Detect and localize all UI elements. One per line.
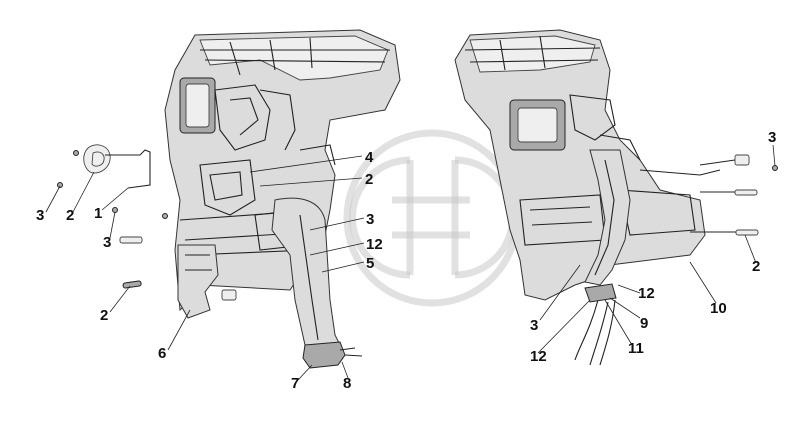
- callout-1: 1: [94, 205, 102, 222]
- right-main-panel: [454, 29, 706, 301]
- callout-3: 3: [366, 211, 374, 228]
- callout-7: 7: [291, 375, 299, 392]
- right-duct-hose: [584, 149, 631, 286]
- callout-9: 9: [640, 315, 648, 332]
- callouts-right: 3 2 12 10 3 9 12 11: [530, 129, 776, 365]
- callout-12: 12: [638, 285, 655, 302]
- callout-5: 5: [366, 255, 374, 272]
- callouts-left: 4 2 3 2 1 3 3 12 5 2 6 7 8: [36, 149, 383, 392]
- left-duct-hose: [271, 197, 341, 353]
- leader-lines: [45, 144, 776, 381]
- callout-2: 2: [365, 171, 373, 188]
- callout-2: 2: [66, 207, 74, 224]
- callout-4: 4: [365, 149, 374, 166]
- callout-12: 12: [530, 348, 547, 365]
- callout-3: 3: [768, 129, 776, 146]
- callout-3: 3: [36, 207, 44, 224]
- left-lower-bracket: [177, 244, 219, 319]
- right-pipes: [574, 299, 616, 366]
- callout-11: 11: [628, 340, 644, 357]
- left-assembly: [57, 29, 401, 369]
- callout-3: 3: [103, 234, 111, 251]
- callout-8: 8: [343, 375, 351, 392]
- callout-6: 6: [158, 345, 166, 362]
- left-boot: [302, 341, 346, 369]
- callout-2: 2: [752, 258, 760, 275]
- callout-3: 3: [530, 317, 538, 334]
- callout-2: 2: [100, 307, 108, 324]
- callout-12: 12: [366, 236, 383, 253]
- right-assembly: [454, 29, 778, 366]
- callout-10: 10: [710, 300, 727, 317]
